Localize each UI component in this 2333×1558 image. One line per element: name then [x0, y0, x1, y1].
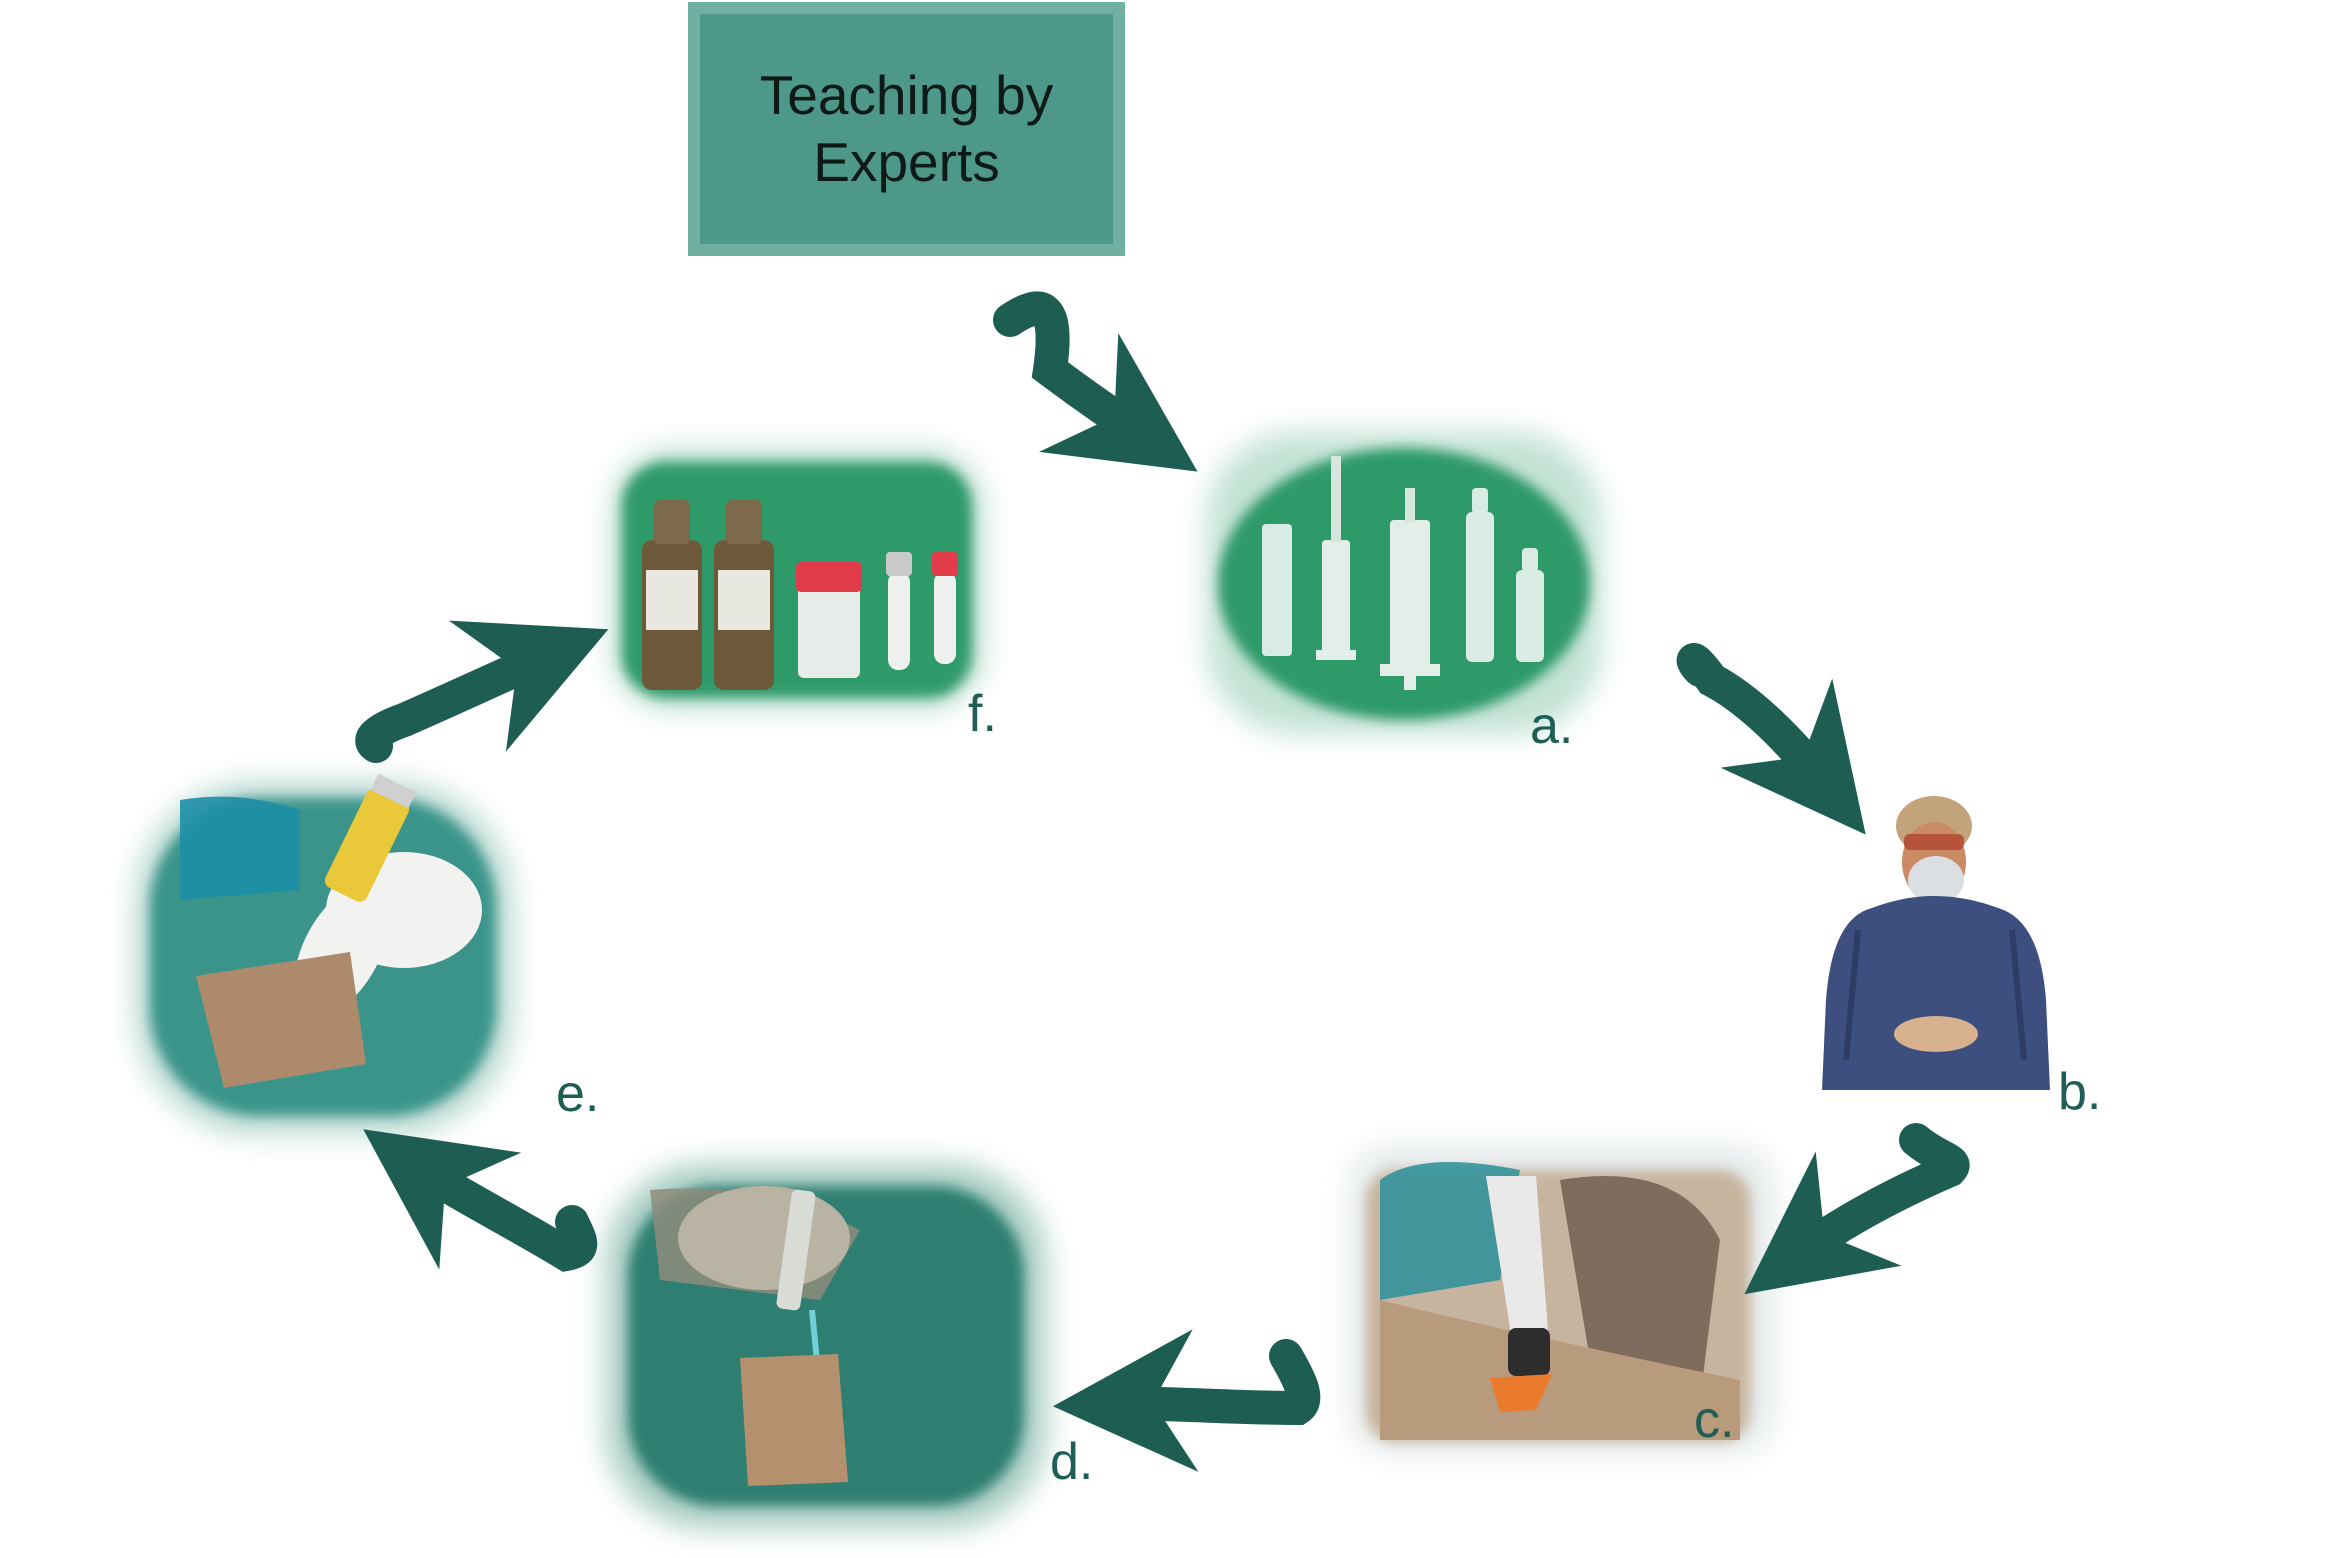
- arrow-e-to-f: [372, 652, 556, 746]
- arrow-c-to-d: [1110, 1356, 1303, 1408]
- step-label-f: f.: [968, 688, 997, 740]
- surgeon-in-gown-icon: [1822, 796, 2050, 1090]
- title-text: Teaching by Experts: [737, 62, 1077, 196]
- step-label-d: d.: [1050, 1436, 1093, 1488]
- syringes-and-ampoules-icon: [1206, 432, 1602, 734]
- arrow-b-to-c: [1790, 1140, 1953, 1260]
- step-label-b: b.: [2058, 1066, 2101, 1118]
- arrow-title-to-a: [1010, 308, 1150, 440]
- sample-bottles-and-tubes-icon: [612, 448, 984, 710]
- title-line-1: Teaching by: [737, 62, 1077, 129]
- arrow-a-to-b: [1694, 660, 1830, 790]
- arrow-d-to-e: [410, 1162, 580, 1254]
- title-box: Teaching by Experts: [688, 2, 1125, 256]
- needle-insertion-phantom-icon: [606, 1164, 1046, 1528]
- step-label-a: a.: [1530, 700, 1573, 752]
- step-label-c: c.: [1694, 1394, 1734, 1446]
- step-label-e: e.: [556, 1068, 599, 1120]
- syringe-injection-icon: [136, 774, 512, 1134]
- title-line-2: Experts: [737, 129, 1077, 196]
